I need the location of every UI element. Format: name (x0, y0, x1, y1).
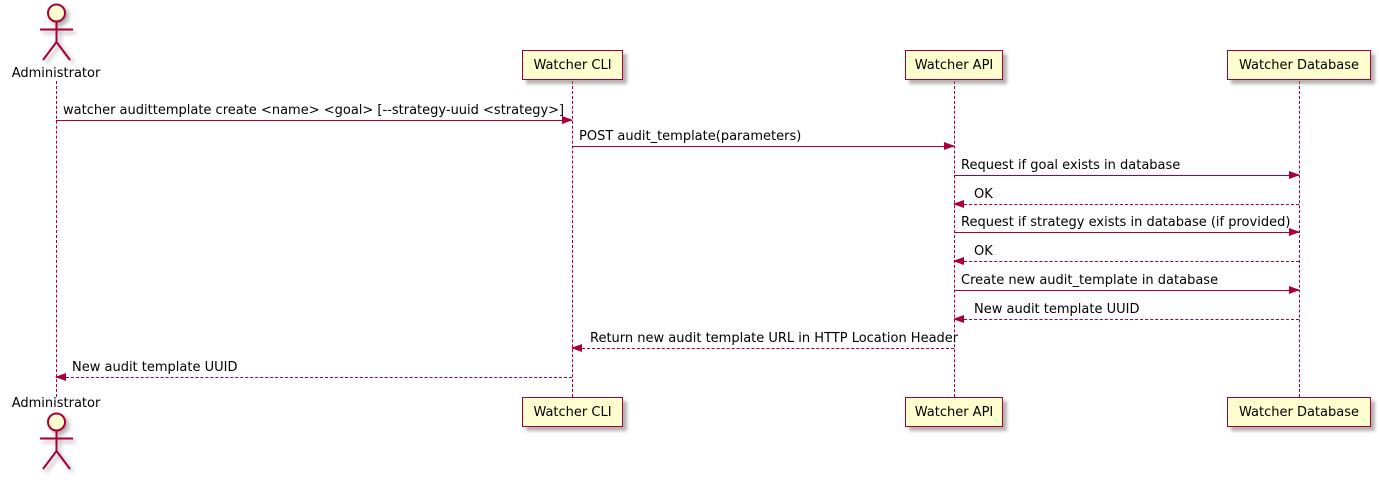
message-line (954, 175, 1299, 176)
message-label: Request if goal exists in database (961, 158, 1181, 173)
arrowhead-right-icon (1289, 286, 1300, 294)
lifeline-watcher-api (954, 81, 955, 397)
message-line (954, 232, 1299, 233)
message-label: New audit template UUID (974, 302, 1140, 317)
participant-box-watcher-api-bottom: Watcher API (905, 397, 1003, 427)
message-line (56, 120, 572, 121)
message-label: Request if strategy exists in database (… (961, 215, 1291, 230)
actor-figure-icon (40, 412, 73, 470)
arrowhead-left-icon (571, 344, 582, 352)
arrowhead-right-icon (562, 116, 573, 124)
message-line (954, 290, 1299, 291)
actor-name-bottom: Administrator (11, 396, 101, 411)
actor-figure-icon (40, 3, 73, 61)
lifeline-watcher-database (1299, 81, 1300, 397)
participant-label: Watcher Database (1239, 404, 1359, 420)
message-line (572, 348, 954, 349)
arrowhead-left-icon (953, 315, 964, 323)
message-line (954, 319, 1299, 320)
message-label: Return new audit template URL in HTTP Lo… (590, 331, 959, 346)
arrowhead-right-icon (1289, 228, 1300, 236)
participant-label: Watcher API (914, 404, 994, 420)
arrowhead-left-icon (953, 257, 964, 265)
arrowhead-right-icon (944, 142, 955, 150)
participant-box-watcher-api-top: Watcher API (905, 50, 1003, 80)
lifeline-administrator (56, 81, 57, 397)
message-label: OK (974, 244, 993, 259)
participant-label: Watcher CLI (533, 404, 612, 420)
message-line (572, 146, 954, 147)
arrowhead-left-icon (55, 373, 66, 381)
message-label: POST audit_template(parameters) (579, 129, 802, 144)
message-line (954, 204, 1299, 205)
participant-box-watcher-database-bottom: Watcher Database (1227, 397, 1371, 427)
actor-name-top: Administrator (11, 66, 101, 81)
message-label: New audit template UUID (72, 360, 238, 375)
message-label: watcher audittemplate create <name> <goa… (63, 103, 565, 118)
arrowhead-right-icon (1289, 171, 1300, 179)
participant-label: Watcher Database (1239, 57, 1359, 73)
message-label: Create new audit_template in database (961, 273, 1219, 288)
arrowhead-left-icon (953, 200, 964, 208)
participant-label: Watcher API (914, 57, 994, 73)
lifeline-watcher-cli (572, 81, 573, 397)
message-label: OK (974, 187, 993, 202)
message-line (954, 261, 1299, 262)
participant-label: Watcher CLI (533, 57, 612, 73)
participant-box-watcher-cli-bottom: Watcher CLI (522, 397, 623, 427)
participant-box-watcher-cli-top: Watcher CLI (522, 50, 623, 80)
message-line (56, 377, 572, 378)
participant-box-watcher-database-top: Watcher Database (1227, 50, 1371, 80)
